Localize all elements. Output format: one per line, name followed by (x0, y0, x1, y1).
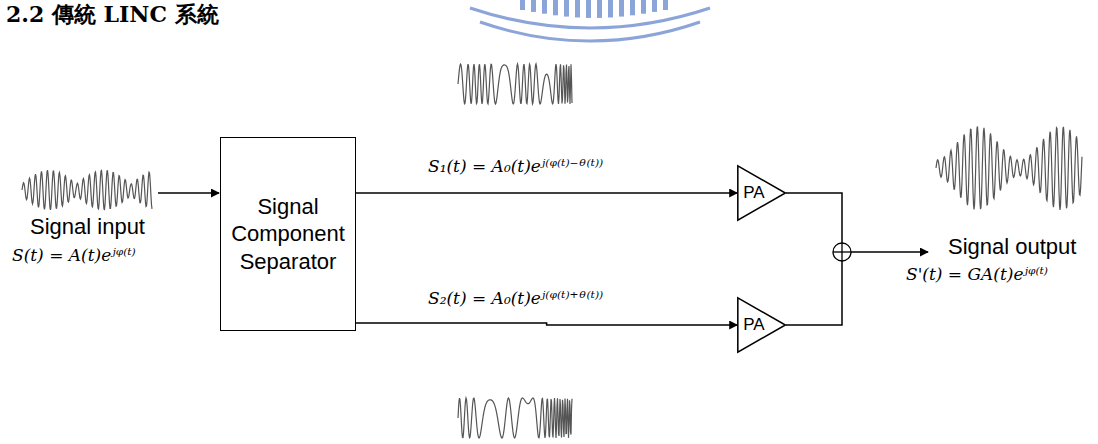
heading: 2.2 傳統 LINC 系統 (6, 2, 219, 27)
watermark-bars (520, 0, 668, 18)
output-waveform (936, 127, 1082, 210)
signal-name: Signal output (948, 234, 1076, 259)
pa-output-wire (786, 261, 842, 325)
combiner-symbol (833, 243, 851, 261)
output-arrow (851, 251, 928, 253)
input-arrow (158, 192, 219, 194)
node-text: Signal Component Separator (227, 193, 349, 276)
component-waveform (458, 64, 572, 104)
signal-connector (356, 192, 737, 194)
power-amplifier: PA (737, 297, 786, 353)
separator-box: Signal Component Separator (220, 137, 356, 331)
node-text: PA (743, 315, 764, 335)
signal-connector (356, 323, 737, 325)
power-amplifier: PA (737, 165, 786, 221)
signal-name: Signal input (30, 214, 145, 239)
node-text: PA (743, 183, 764, 203)
signal-equation: S(t) = A(t)eʲᵠ⁽ᵗ⁾ (12, 246, 136, 266)
component-waveform (458, 398, 572, 438)
signal-equation: S₂(t) = A₀(t)eʲ⁽ᵠ⁽ᵗ⁾⁺ᶿ⁽ᵗ⁾⁾ (426, 289, 605, 309)
signal-equation: S₁(t) = A₀(t)eʲ⁽ᵠ⁽ᵗ⁾⁻ᶿ⁽ᵗ⁾⁾ (426, 157, 605, 177)
pa-output-wire (786, 193, 842, 243)
signal-equation: S'(t) = GA(t)eʲᵠ⁽ᵗ⁾ (906, 265, 1048, 285)
input-waveform (22, 170, 152, 210)
